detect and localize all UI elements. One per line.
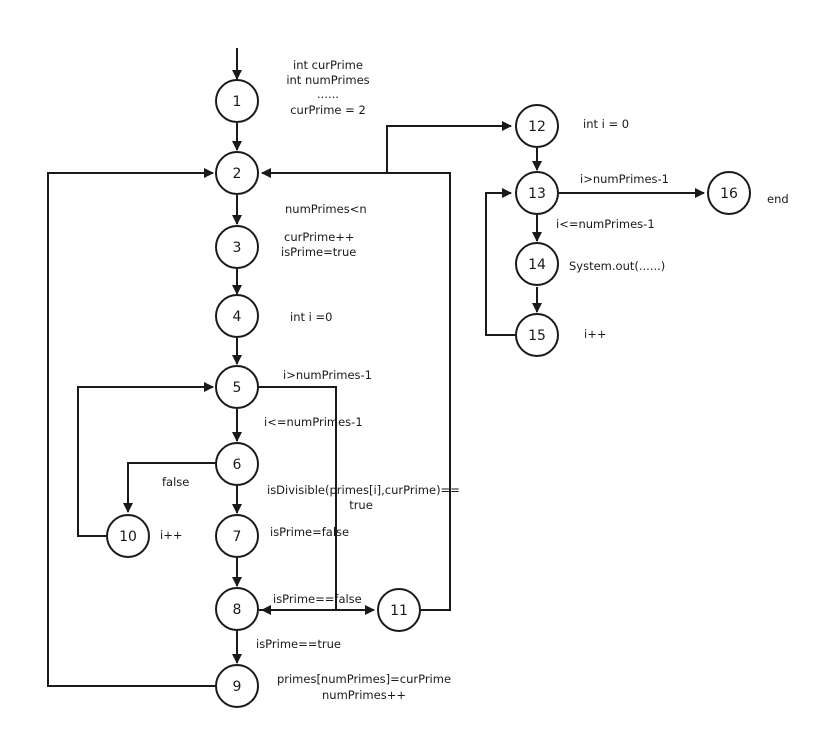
svg-text:11: 11 (390, 603, 408, 619)
edge-6-7-line1: isDivisible(primes[i],curPrime)== (267, 483, 460, 497)
edge-8-9-label: isPrime==true (256, 637, 341, 651)
n1-line3: ...... (317, 87, 339, 101)
edge-5-6-label: i<=numPrimes-1 (264, 415, 363, 429)
n14-label: System.out(......) (569, 259, 665, 273)
edge-2-3-label: numPrimes<n (285, 202, 367, 216)
node-12: 12 (515, 104, 559, 148)
node-13: 13 (515, 171, 559, 215)
svg-text:1: 1 (233, 94, 242, 110)
n1-line2: int numPrimes (286, 73, 369, 87)
edge-2-12 (386, 121, 512, 173)
edge-8-11-label: isPrime==false (273, 592, 362, 606)
node-11: 11 (377, 588, 421, 632)
edge-13-14-label: i<=numPrimes-1 (556, 217, 655, 231)
node-2: 2 (215, 151, 259, 195)
n3-line2: isPrime=true (281, 245, 356, 259)
svg-text:4: 4 (233, 309, 242, 325)
svg-text:6: 6 (233, 457, 242, 473)
n3-line1: curPrime++ (284, 230, 355, 244)
edge-15-13 (485, 188, 515, 336)
edge-6-10 (123, 462, 217, 513)
edge-6-10-label: false (162, 475, 189, 489)
svg-text:10: 10 (119, 529, 137, 545)
n9-line2: numPrimes++ (322, 688, 406, 702)
node-1: 1 (215, 79, 259, 123)
n7-label: isPrime=false (270, 525, 349, 539)
node-6: 6 (215, 442, 259, 486)
node-16: 16 (707, 171, 751, 215)
svg-text:15: 15 (528, 328, 546, 344)
svg-text:3: 3 (233, 240, 242, 256)
svg-text:7: 7 (233, 529, 242, 545)
svg-text:8: 8 (233, 602, 242, 618)
node-15: 15 (515, 313, 559, 357)
n10-label: i++ (160, 528, 182, 542)
svg-text:16: 16 (720, 186, 738, 202)
n15-label: i++ (584, 327, 606, 341)
node-7: 7 (215, 514, 259, 558)
node-14: 14 (515, 242, 559, 286)
edge-13-16-label: i>numPrimes-1 (580, 172, 669, 186)
n9-line1: primes[numPrimes]=curPrime (277, 672, 451, 686)
node-9: 9 (215, 664, 259, 708)
svg-text:2: 2 (233, 166, 242, 182)
n1-line1: int curPrime (293, 58, 363, 72)
svg-text:14: 14 (528, 257, 546, 273)
edge-10-5 (77, 382, 214, 537)
edge-5-exit-label: i>numPrimes-1 (283, 368, 372, 382)
node-10: 10 (106, 514, 150, 558)
n4-label: int i =0 (290, 310, 332, 324)
svg-text:9: 9 (233, 679, 242, 695)
node-4: 4 (215, 294, 259, 338)
node-5: 5 (215, 365, 259, 409)
svg-text:12: 12 (528, 119, 546, 135)
node-8: 8 (215, 587, 259, 631)
edge-6-7-line2: true (349, 498, 373, 512)
n1-line4: curPrime = 2 (290, 103, 366, 117)
n16-label: end (767, 192, 789, 206)
n12-label: int i = 0 (583, 117, 629, 131)
svg-text:13: 13 (528, 186, 546, 202)
svg-text:5: 5 (233, 380, 242, 396)
edge-9-2 (47, 168, 217, 687)
edge-11-2 (261, 168, 451, 611)
node-3: 3 (215, 225, 259, 269)
edges (47, 48, 705, 687)
